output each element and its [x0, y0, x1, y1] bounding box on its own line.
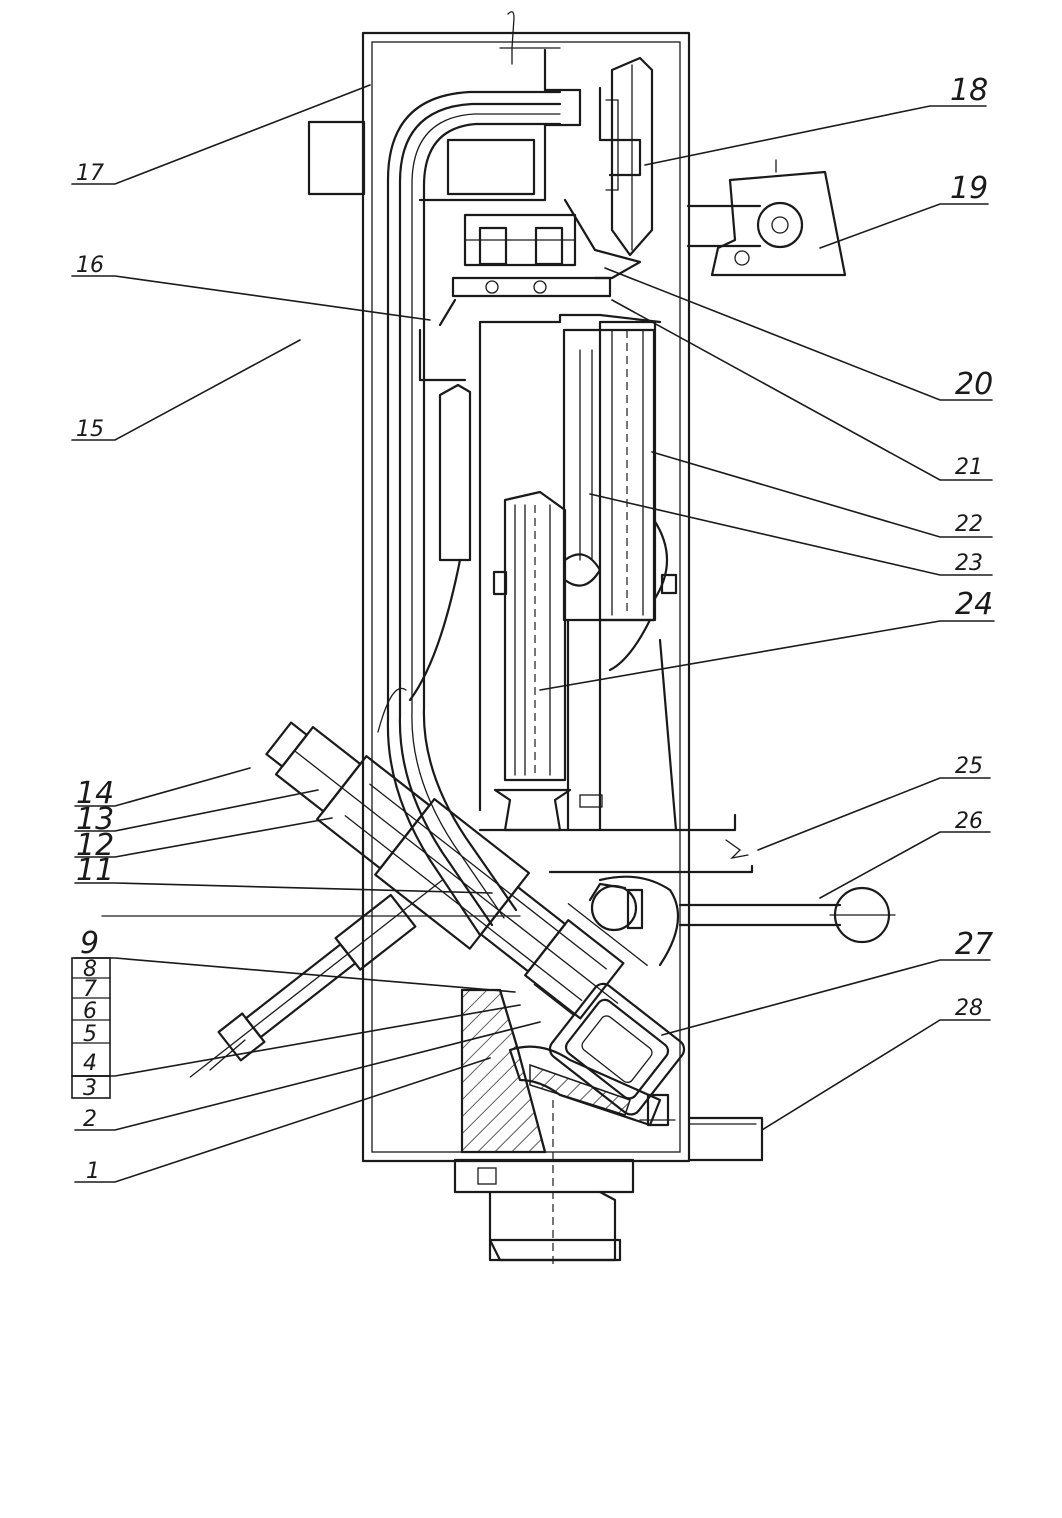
label-20: 20 — [955, 367, 993, 402]
part-labels: 17 18 19 16 15 20 21 22 23 24 25 26 27 2… — [76, 73, 993, 1184]
label-24: 24 — [955, 587, 993, 622]
label-5: 5 — [83, 1022, 97, 1047]
label-4: 4 — [83, 1051, 97, 1076]
label-19: 19 — [950, 171, 988, 206]
label-3: 3 — [83, 1076, 97, 1101]
label-18: 18 — [950, 73, 988, 108]
label-25: 25 — [955, 754, 983, 779]
label-27: 27 — [955, 927, 993, 962]
label-6: 6 — [83, 999, 97, 1024]
label-22: 22 — [955, 512, 983, 537]
label-8: 8 — [83, 957, 97, 982]
label-23: 23 — [955, 551, 983, 576]
label-boxes — [71, 957, 111, 1099]
label-12: 12 — [76, 828, 114, 863]
inclined-spindle-assembly — [189, 721, 648, 1078]
label-1: 1 — [86, 1159, 100, 1184]
label-9: 9 — [80, 926, 99, 961]
label-11: 11 — [76, 853, 114, 888]
vertical-cylinders — [408, 313, 737, 832]
curved-tube-bundle — [377, 90, 562, 937]
cup-holder — [533, 982, 686, 1127]
label-13: 13 — [76, 802, 114, 837]
label-15: 15 — [76, 417, 104, 442]
leader-lines — [71, 84, 995, 1183]
label-28: 28 — [955, 996, 983, 1021]
label-2: 2 — [83, 1107, 97, 1132]
label-21: 21 — [955, 455, 983, 480]
label-16: 16 — [76, 253, 104, 278]
label-7: 7 — [83, 977, 97, 1002]
right-wheel-assembly — [686, 159, 847, 277]
lever-handle — [548, 839, 896, 967]
label-26: 26 — [955, 809, 983, 834]
label-14: 14 — [76, 776, 114, 811]
label-17: 17 — [76, 161, 104, 186]
top-mechanism — [418, 11, 654, 327]
